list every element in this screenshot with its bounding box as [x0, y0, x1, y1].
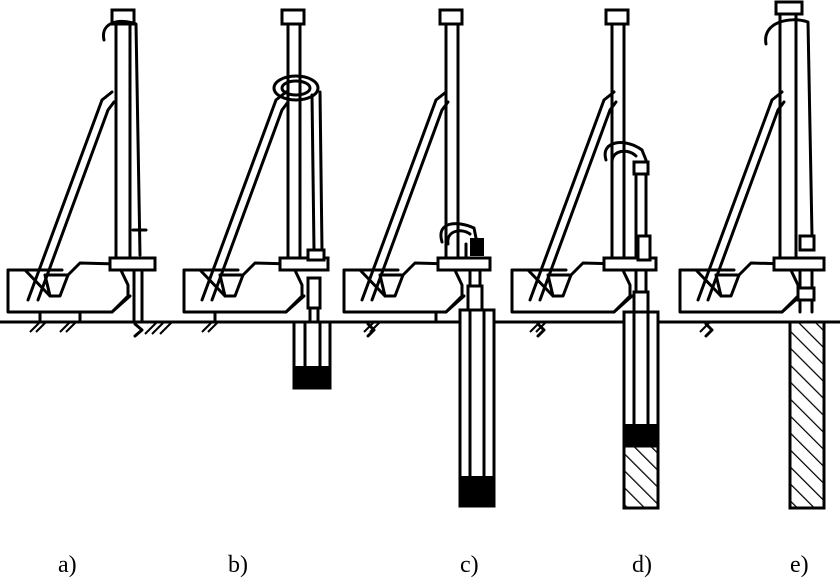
casing [466, 268, 484, 312]
rig-stabilizer [363, 321, 381, 338]
plug [624, 424, 658, 446]
rig-base [182, 261, 306, 324]
bore-hole [622, 310, 660, 510]
hammer-cable [439, 222, 484, 260]
pile-tip [133, 322, 144, 338]
rig-stabilizer [699, 321, 714, 338]
panel-e [678, 0, 826, 510]
rig-boom [200, 90, 290, 302]
panel-label-e: e) [790, 552, 809, 578]
rig-mast [602, 8, 658, 272]
panel-label-b: b) [228, 552, 248, 578]
rig-mast [108, 8, 157, 324]
concrete-fill [788, 320, 826, 510]
rig-mast [772, 0, 826, 272]
rig-boom [696, 90, 786, 302]
casing [632, 268, 650, 314]
panel-label-a: a) [58, 552, 77, 578]
rig-mast [436, 8, 492, 272]
bore-hole [292, 320, 332, 390]
panel-b [182, 8, 332, 390]
casing [306, 276, 322, 324]
rig-base [342, 261, 466, 324]
panel-a [6, 8, 173, 338]
panel-d [510, 8, 660, 510]
bore-hole [458, 308, 496, 508]
casing [796, 268, 816, 314]
hammer-cable [764, 18, 816, 252]
hammer-cable [272, 74, 326, 262]
concrete-fill [622, 444, 660, 510]
rig-base [6, 261, 132, 324]
rig-boom [26, 90, 116, 302]
panel-c [342, 8, 496, 508]
panel-label-c: c) [460, 552, 479, 578]
rig-stabilizer [201, 321, 219, 333]
finished-pile [788, 320, 826, 510]
plug [294, 366, 330, 388]
rig-mast [278, 8, 330, 272]
rig-boom [360, 90, 450, 302]
plug [460, 476, 494, 506]
rig-stabilizer [529, 321, 547, 338]
panel-label-d: d) [632, 552, 652, 578]
hammer-cable [603, 141, 652, 262]
hammer-cable [102, 19, 148, 257]
rig-stabilizer [29, 321, 173, 335]
